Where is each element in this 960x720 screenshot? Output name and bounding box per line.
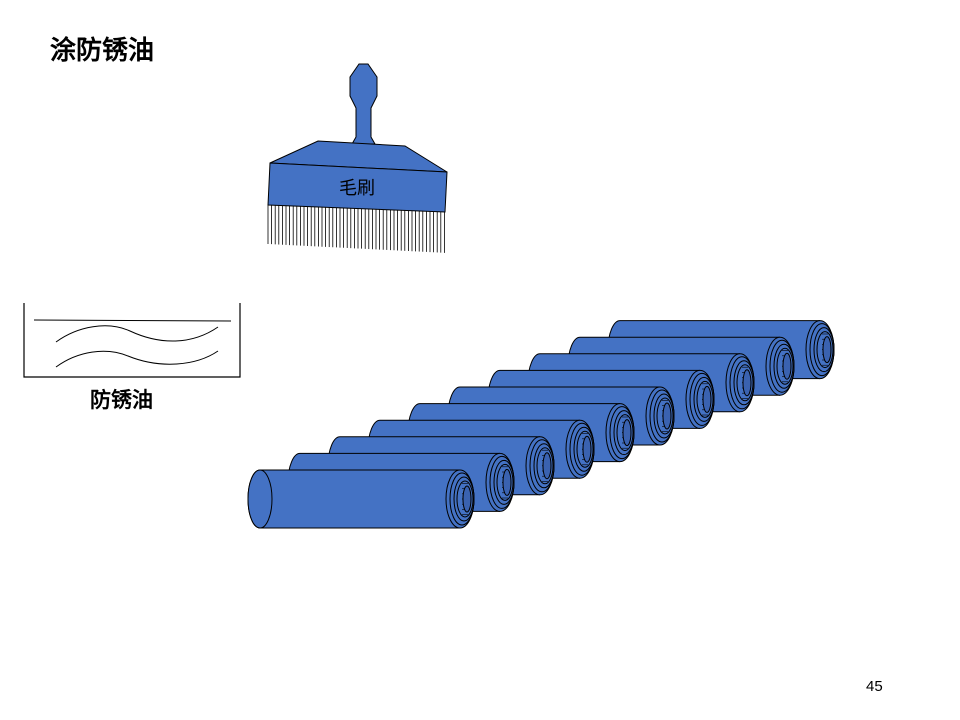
bearing-bore [462, 485, 472, 513]
bearing-bore [582, 435, 592, 463]
bearing-bore [622, 419, 632, 447]
roller-body [260, 470, 460, 528]
roller-left-end [247, 469, 273, 529]
oil-wave-2 [55, 350, 219, 368]
brush-head [267, 162, 448, 213]
brush-label: 毛刷 [339, 178, 375, 199]
page-number: 45 [866, 678, 883, 695]
oil-container [23, 303, 241, 378]
bearing-bore [542, 452, 552, 480]
rollers-group [247, 320, 835, 529]
container-outline [23, 303, 241, 378]
page-title: 涂防锈油 [50, 36, 155, 66]
oil-wave-1 [55, 325, 219, 343]
roller [247, 469, 475, 529]
oil-label: 防锈油 [90, 388, 153, 412]
brush-bristles [267, 205, 445, 253]
bearing-bore [662, 402, 672, 430]
bearing-bore [822, 336, 832, 364]
brush-handle [349, 63, 378, 145]
brush-icon: 毛刷 [267, 63, 448, 253]
bearing-bore [502, 468, 512, 496]
bearing-bore [742, 369, 752, 397]
oil-surface [33, 319, 232, 322]
bearing-bore [702, 385, 712, 413]
bearing-bore [782, 352, 792, 380]
